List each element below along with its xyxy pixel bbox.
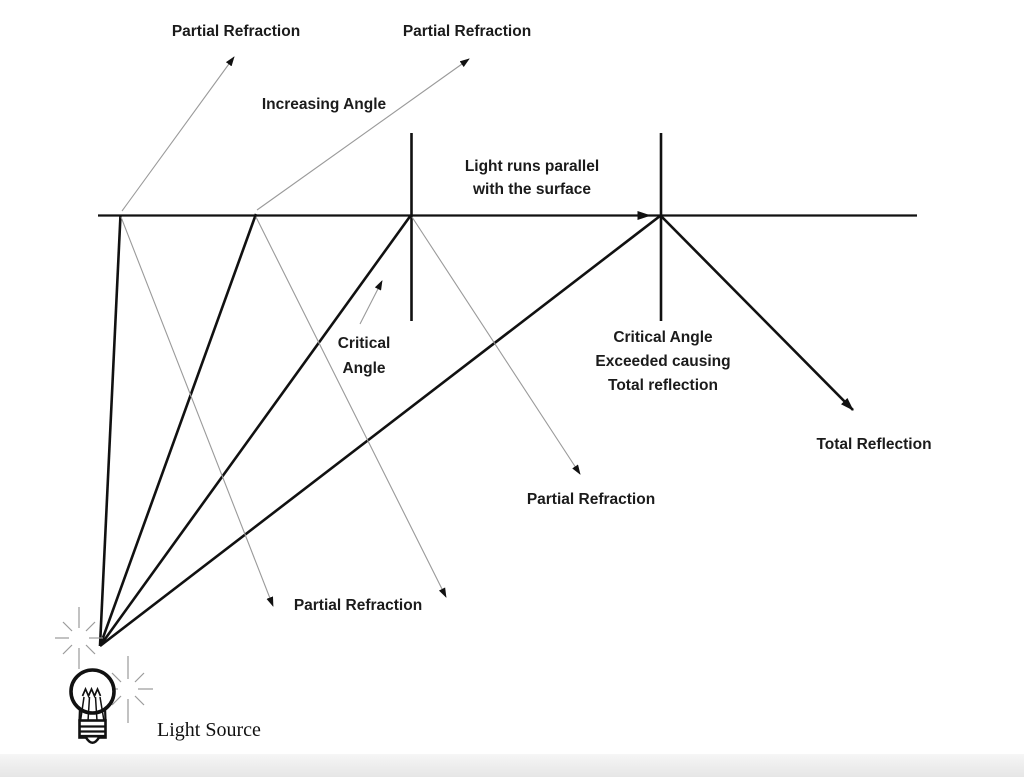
label-partial-refraction-top-right: Partial Refraction	[403, 23, 531, 40]
partial-reflection-ray-1-arrow	[120, 216, 274, 607]
bottom-edge-band	[0, 754, 1024, 777]
label-critical-exceeded-line2: Exceeded causing	[595, 353, 730, 370]
label-critical-exceeded-line1: Critical Angle	[613, 329, 713, 346]
sparkle-icon	[55, 607, 103, 669]
sparkle-icon	[104, 656, 153, 723]
label-critical-exceeded-line3: Total reflection	[608, 377, 718, 394]
partial-reflection-ray-2-arrow	[255, 216, 447, 598]
label-light-parallel-line2: with the surface	[472, 181, 591, 198]
critical-angle-pointer-arrow	[359, 280, 383, 325]
light-bulb-icon	[69, 668, 116, 745]
label-partial-refraction-bottom-left: Partial Refraction	[294, 597, 422, 614]
incident-ray-2	[98, 213, 258, 647]
label-partial-refraction-bottom-middle: Partial Refraction	[527, 491, 655, 508]
label-light-source: Light Source	[157, 719, 261, 741]
partial-reflection-ray-3-arrow	[411, 216, 581, 475]
label-increasing-angle: Increasing Angle	[262, 96, 387, 113]
incident-ray-exceeded	[99, 214, 661, 648]
label-critical-angle-line1: Critical	[338, 335, 391, 352]
incident-ray-critical	[98, 214, 413, 647]
partial-refraction-ray-2-arrow	[256, 58, 470, 211]
label-total-reflection: Total Reflection	[816, 436, 931, 453]
total-reflection-ray-arrow	[660, 215, 854, 411]
label-light-parallel-line1: Light runs parallel	[465, 158, 599, 175]
label-critical-angle-line2: Angle	[342, 360, 385, 377]
incident-ray-1	[98, 214, 122, 647]
label-partial-refraction-top-left: Partial Refraction	[172, 23, 300, 40]
partial-refraction-ray-1-arrow	[121, 56, 235, 212]
